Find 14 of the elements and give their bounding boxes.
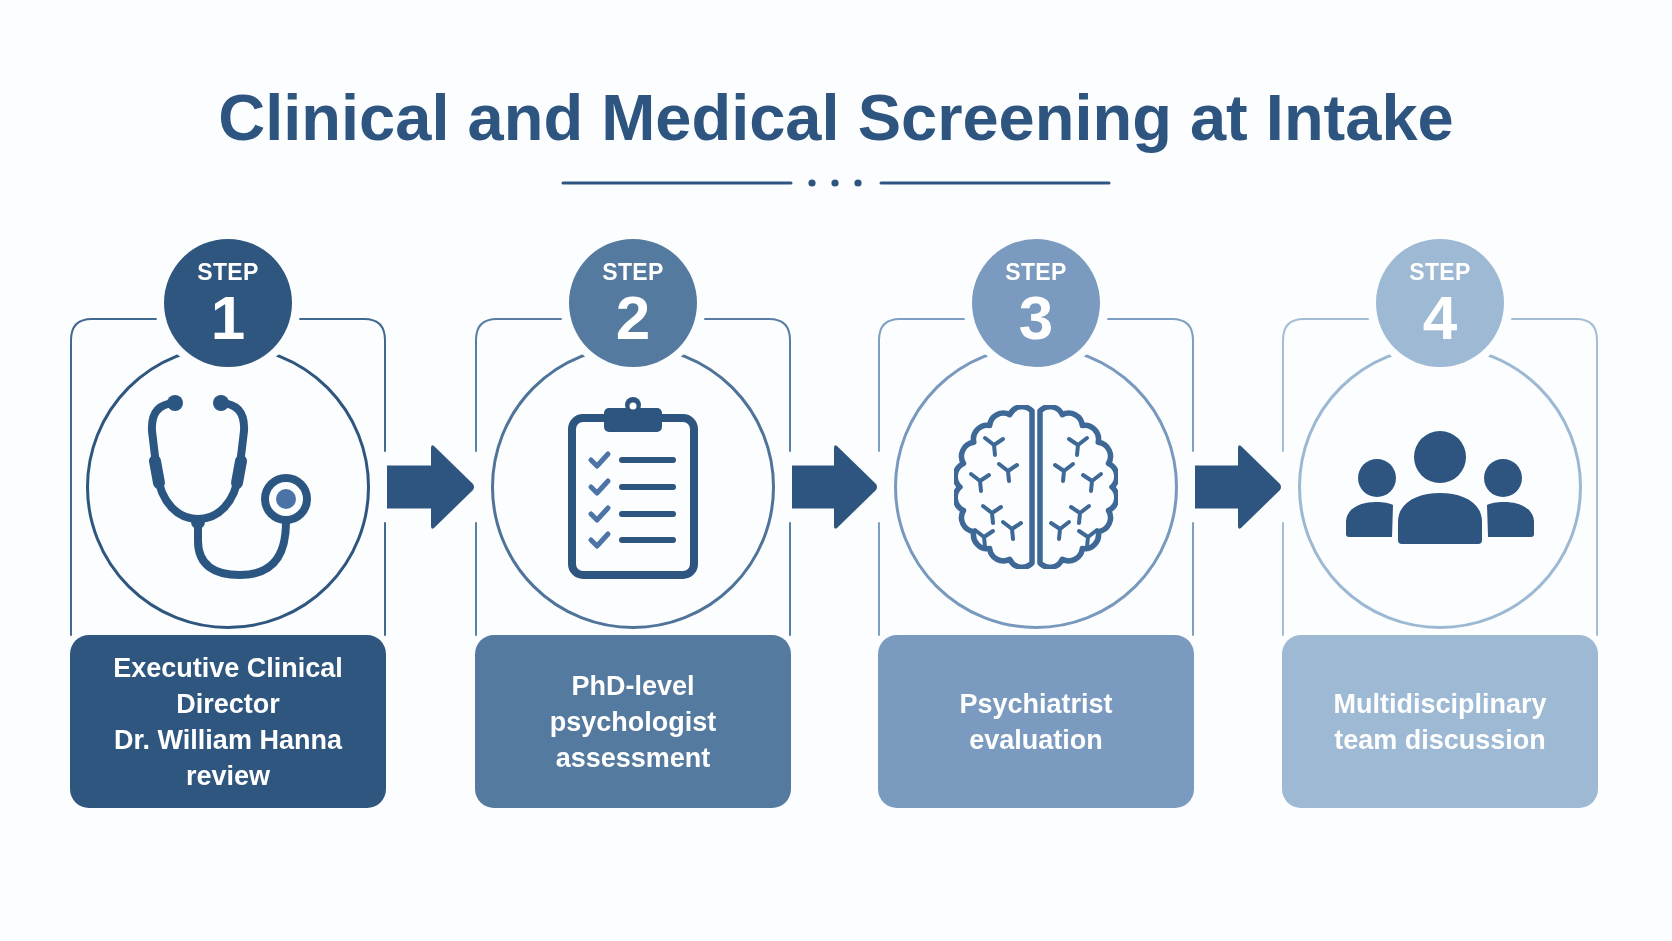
step-description: PhD-level psychologist assessment [548,669,718,775]
diagram-title: Clinical and Medical Screening at Intake [218,80,1454,155]
step-label: STEP [197,260,259,284]
step-label: STEP [1005,260,1067,284]
step-number: 1 [210,286,246,350]
step-label: STEP [1409,260,1471,284]
step-number: 4 [1422,286,1458,350]
step-description: Executive Clinical Director [112,651,344,721]
step-description: Psychiatrist evaluation [958,687,1114,757]
step-label: STEP [602,260,664,284]
step-description: Multidisciplinary team discussion [1332,687,1548,757]
step-number: 2 [615,286,651,350]
step-description: Dr. William Hanna review [113,723,344,793]
step-number: 3 [1018,286,1054,350]
